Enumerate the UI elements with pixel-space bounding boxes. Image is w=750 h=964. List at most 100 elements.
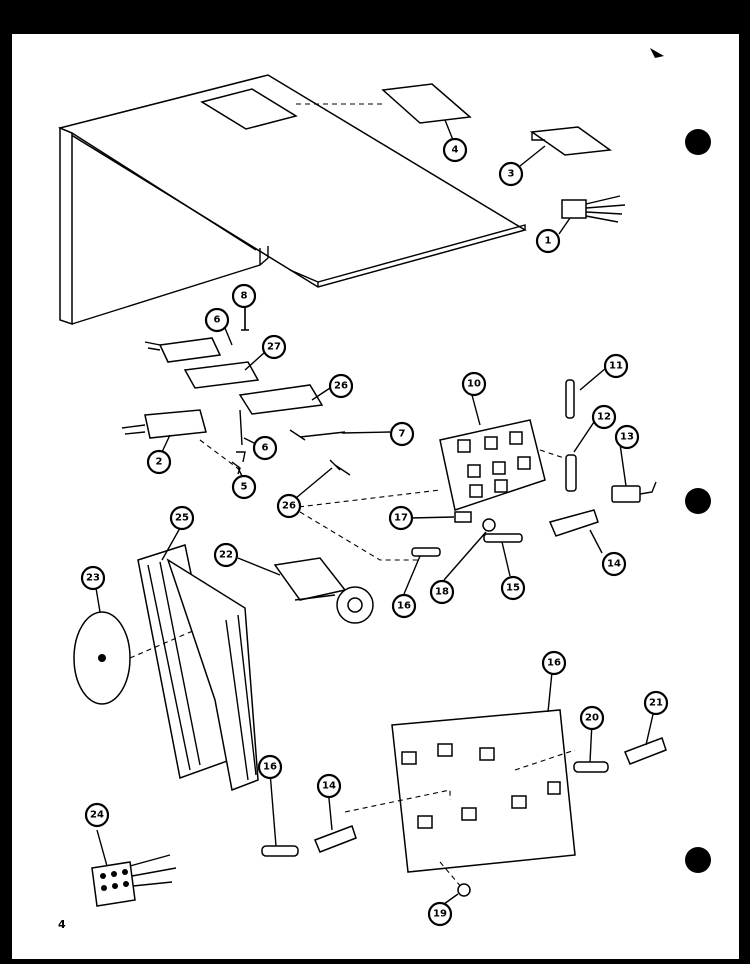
- connector-part-1: [561, 195, 626, 223]
- callout-c3: 3: [498, 161, 524, 187]
- callout-circle: [429, 579, 455, 605]
- callout-c14b: 14: [316, 773, 342, 799]
- callout-circle: [579, 705, 605, 731]
- capacitor-part-13: [611, 485, 641, 503]
- callout-circle: [213, 542, 239, 568]
- binder-hole-middle: [685, 488, 711, 514]
- callout-number: 26: [282, 501, 296, 512]
- callout-c7: 7: [389, 421, 415, 447]
- callout-number: 25: [175, 513, 189, 524]
- control-board-part-10: [439, 419, 546, 511]
- callout-circle: [591, 404, 617, 430]
- plug-part-24: [91, 854, 177, 907]
- callout-c24: 24: [84, 802, 110, 828]
- callout-c16b: 16: [541, 650, 567, 676]
- callout-number: 10: [467, 379, 481, 390]
- callout-c23: 23: [80, 565, 106, 591]
- callout-c17: 17: [388, 505, 414, 531]
- callout-circle: [541, 650, 567, 676]
- binder-hole-top: [685, 129, 711, 155]
- callout-number: 22: [219, 550, 233, 561]
- callout-circle: [316, 773, 342, 799]
- terminal-part-16-lower: [261, 845, 299, 857]
- callout-c6b: 6: [252, 435, 278, 461]
- callout-number: 2: [156, 457, 163, 468]
- callout-number: 19: [433, 909, 447, 920]
- callout-circle: [498, 161, 524, 187]
- callout-circle: [388, 505, 414, 531]
- callout-circle: [276, 493, 302, 519]
- callout-number: 1: [545, 236, 552, 247]
- callout-c2: 2: [146, 449, 172, 475]
- relay-board-part-16: [391, 709, 576, 873]
- callout-number: 14: [607, 559, 621, 570]
- callout-c25: 25: [169, 505, 195, 531]
- callout-circle: [146, 449, 172, 475]
- top-cover-panel: [58, 74, 527, 326]
- callout-circle: [252, 435, 278, 461]
- rod-part-11: [565, 379, 575, 419]
- harness-part-14-upper: [548, 509, 599, 537]
- callout-c27: 27: [261, 334, 287, 360]
- callout-number: 6: [214, 315, 221, 326]
- callout-number: 13: [620, 432, 634, 443]
- callout-c18a: 18: [429, 579, 455, 605]
- callout-c26a: 26: [328, 373, 354, 399]
- callout-c5: 5: [231, 474, 257, 500]
- callout-number: 24: [90, 810, 104, 821]
- callout-circle: [80, 565, 106, 591]
- plate-part-4: [381, 83, 472, 124]
- callout-number: 26: [334, 381, 348, 392]
- callout-circle: [261, 334, 287, 360]
- callout-c15: 15: [500, 575, 526, 601]
- callout-number: 14: [322, 781, 336, 792]
- callout-c16a: 16: [391, 593, 417, 619]
- page-number: 4: [58, 918, 66, 931]
- callout-number: 8: [241, 291, 248, 302]
- callout-c12: 12: [591, 404, 617, 430]
- fuse-part-12: [565, 454, 577, 492]
- screw-part-19: [439, 861, 471, 897]
- callout-circle: [427, 901, 453, 927]
- callout-number: 5: [241, 482, 248, 493]
- callout-c4: 4: [442, 137, 468, 163]
- nut-part-18: [482, 518, 496, 532]
- callout-circle: [500, 575, 526, 601]
- callout-number: 3: [508, 169, 515, 180]
- switch-assembly: [121, 300, 351, 476]
- callout-number: 7: [399, 429, 406, 440]
- callout-number: 23: [86, 573, 100, 584]
- terminal-part-16-upper: [411, 547, 441, 557]
- callout-c13: 13: [614, 424, 640, 450]
- callout-number: 20: [585, 713, 599, 724]
- callout-c26b: 26: [276, 493, 302, 519]
- callout-circle: [231, 283, 257, 309]
- callout-c22: 22: [213, 542, 239, 568]
- callout-circle: [389, 421, 415, 447]
- callout-circle: [601, 551, 627, 577]
- callout-c10: 10: [461, 371, 487, 397]
- callout-number: 27: [267, 342, 281, 353]
- bracket-part-3: [529, 126, 613, 156]
- terminal-part-20: [573, 761, 609, 773]
- callout-circle: [257, 754, 283, 780]
- callout-circle: [461, 371, 487, 397]
- clip-part-17: [454, 511, 472, 523]
- callout-c20: 20: [579, 705, 605, 731]
- callout-circle: [84, 802, 110, 828]
- callout-number: 21: [649, 698, 663, 709]
- callout-circle: [328, 373, 354, 399]
- callout-circle: [442, 137, 468, 163]
- callout-c16c: 16: [257, 754, 283, 780]
- callout-circle: [603, 353, 629, 379]
- callout-circle: [204, 307, 230, 333]
- panel-part-25: [137, 544, 259, 792]
- callout-c11: 11: [603, 353, 629, 379]
- callout-number: 12: [597, 412, 611, 423]
- callout-number: 4: [452, 145, 459, 156]
- callout-c14a: 14: [601, 551, 627, 577]
- callout-number: 16: [397, 601, 411, 612]
- corner-mark: [650, 48, 664, 58]
